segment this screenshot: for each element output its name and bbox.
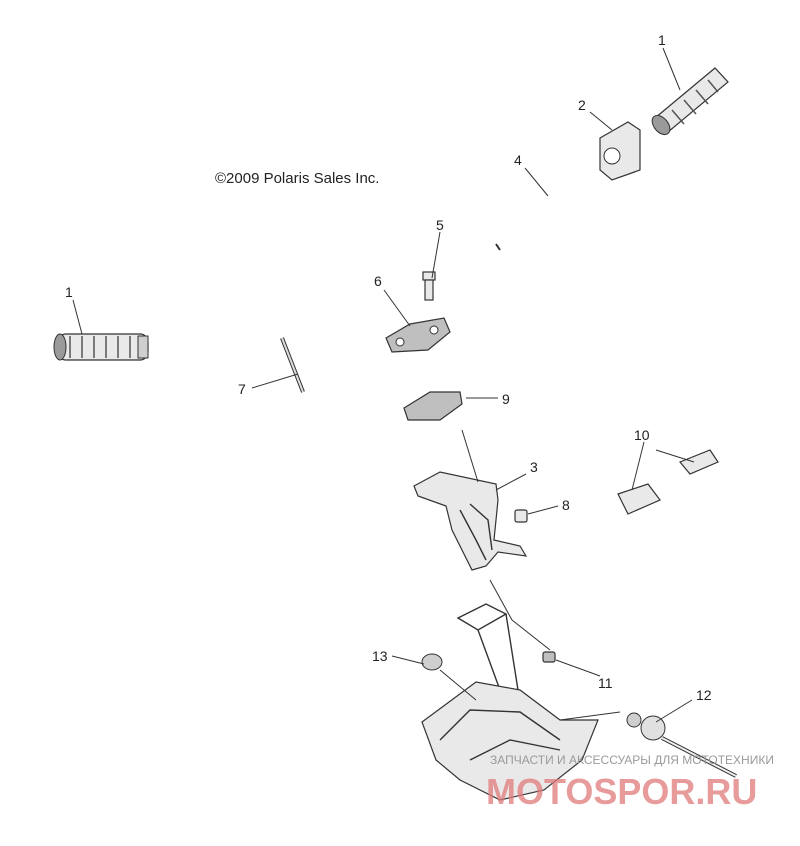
leader-lines xyxy=(72,47,695,723)
callout-10: 10 xyxy=(634,427,650,443)
callout-6: 6 xyxy=(374,273,382,289)
copyright-text: ©2009 Polaris Sales Inc. xyxy=(215,170,379,187)
handlebar-part xyxy=(162,178,601,398)
callout-numbers: 1 2 4 5 6 1 7 9 3 10 8 13 11 12 xyxy=(65,32,712,703)
left-grip-part xyxy=(53,333,149,361)
ignition-switch-part xyxy=(626,712,737,778)
bolt-part xyxy=(422,271,436,301)
right-grip-part xyxy=(651,67,729,136)
throttle-block-part xyxy=(599,121,641,181)
pod-housing-part xyxy=(421,603,599,801)
pin-part xyxy=(280,337,305,393)
callout-1-right: 1 xyxy=(658,32,666,48)
callout-12: 12 xyxy=(696,687,712,703)
grommet-part xyxy=(421,653,443,671)
callout-8: 8 xyxy=(562,497,570,513)
callout-11: 11 xyxy=(598,675,613,691)
watermark-tagline: ЗАПЧАСТИ И АКСЕССУАРЫ ДЛЯ МОТОТЕХНИКИ xyxy=(490,753,774,767)
callout-3: 3 xyxy=(530,459,538,475)
callout-9: 9 xyxy=(502,391,510,407)
bracket-part xyxy=(413,471,528,571)
lower-clamp-part xyxy=(403,391,463,421)
upper-clamp-part xyxy=(385,317,451,353)
nut-part xyxy=(542,651,556,663)
callout-4: 4 xyxy=(514,152,522,168)
callout-7: 7 xyxy=(238,381,246,397)
watermark: ЗАПЧАСТИ И АКСЕССУАРЫ ДЛЯ МОТОТЕХНИКИ MO… xyxy=(486,753,774,812)
watermark-brand: MOTOSPOR.RU xyxy=(486,771,757,812)
callout-13: 13 xyxy=(372,648,388,664)
callout-5: 5 xyxy=(436,217,444,233)
callout-2: 2 xyxy=(578,97,586,113)
switch-part xyxy=(617,449,719,515)
callout-1-left: 1 xyxy=(65,284,73,300)
screw-part xyxy=(514,509,528,523)
